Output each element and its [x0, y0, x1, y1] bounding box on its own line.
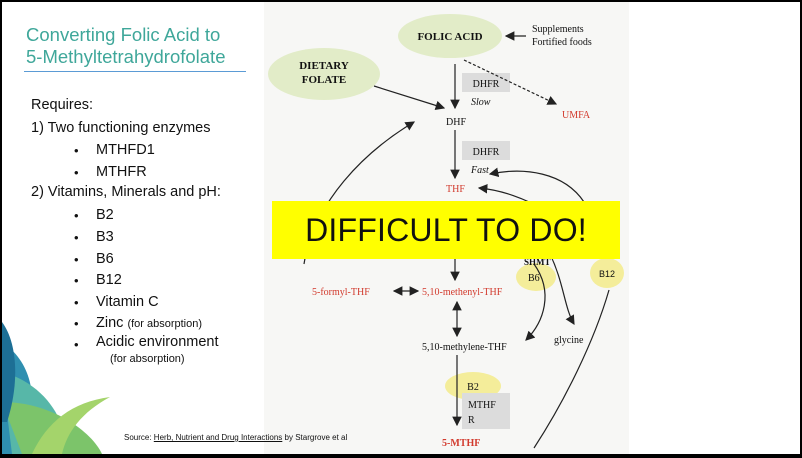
bullet-glyph: • — [74, 143, 79, 158]
mthfr-label-line1: MTHF — [468, 400, 496, 411]
zinc-item: Zinc (for absorption) — [96, 315, 202, 331]
bullet-glyph: • — [74, 252, 79, 267]
folic-acid-oval — [398, 14, 502, 58]
shmt-label: SHMT — [524, 257, 551, 267]
enzyme-item: MTHFD1 — [96, 142, 155, 158]
slide-title: Converting Folic Acid to 5-Methyltetrahy… — [26, 24, 226, 68]
fortified-foods-label: Fortified foods — [532, 37, 592, 48]
vitamins-heading: 2) Vitamins, Minerals and pH: — [31, 184, 221, 200]
bullet-glyph: • — [74, 165, 79, 180]
dhfr2-box — [462, 141, 510, 160]
vitamin-item: B2 — [96, 207, 114, 223]
methylene-thf-label: 5,10-methylene-THF — [422, 342, 507, 353]
slow-label: Slow — [471, 97, 491, 108]
dhfr1-box — [462, 73, 510, 92]
glycine-arrow — [548, 251, 575, 326]
glycine-label: glycine — [554, 335, 584, 346]
dietary-folate-oval — [268, 48, 380, 100]
source-suffix: by Stargrove et al — [282, 433, 348, 442]
b12-label: B12 — [599, 269, 615, 279]
enzyme-item: MTHFR — [96, 164, 147, 180]
title-underline — [24, 71, 246, 72]
folic-acid-label: FOLIC ACID — [417, 31, 482, 43]
thf-label: THF — [446, 184, 465, 195]
dhfr2-label: DHFR — [473, 147, 500, 158]
five-mthf-label: 5-MTHF — [442, 438, 480, 449]
formyl-thf-label: 5-formyl-THF — [312, 287, 370, 298]
b12-recycle-line — [533, 289, 610, 449]
b12-oval — [590, 258, 624, 288]
umfa-label: UMFA — [562, 110, 591, 121]
bullet-glyph: • — [74, 316, 79, 331]
source-citation: Source: Herb, Nutrient and Drug Interact… — [124, 433, 347, 442]
acidic-note: (for absorption) — [110, 353, 185, 365]
vitamin-item: B12 — [96, 272, 122, 288]
title-line-1: Converting Folic Acid to — [26, 24, 221, 45]
vitamin-item: B6 — [96, 251, 114, 267]
fast-label: Fast — [470, 165, 489, 176]
leaf-decoration — [2, 322, 110, 454]
supplements-label: Supplements — [532, 24, 584, 35]
thf-return-arrow — [488, 167, 585, 203]
folate-pathway-diagram: FOLIC ACID Supplements Fortified foods D… — [268, 14, 624, 449]
acidic-item: Acidic environment — [96, 334, 219, 350]
b2-label: B2 — [467, 382, 479, 393]
bullet-glyph: • — [74, 273, 79, 288]
requires-label: Requires: — [31, 97, 94, 113]
mthfr-box — [462, 393, 510, 429]
mthfr-label-line2: R — [468, 415, 475, 426]
shmt-arrow — [525, 263, 546, 341]
umfa-dashed-arrow — [463, 59, 558, 105]
bullet-glyph: • — [74, 337, 79, 352]
zinc-label: Zinc — [96, 315, 124, 331]
b6-label: B6 — [528, 273, 540, 284]
dietary-label-line1: DIETARY — [299, 60, 349, 72]
methenyl-thf-label: 5,10-methenyl-THF — [422, 287, 503, 298]
dietary-label-line2: FOLATE — [302, 74, 346, 86]
dhf-label: DHF — [446, 117, 466, 128]
banner-text: DIFFICULT TO DO! — [305, 211, 587, 248]
b6-oval — [516, 263, 556, 291]
bullet-glyph: • — [74, 208, 79, 223]
enzymes-heading: 1) Two functioning enzymes — [31, 120, 211, 136]
zinc-note: (for absorption) — [127, 318, 203, 330]
vitamin-item: Vitamin C — [96, 294, 159, 310]
dhfr1-label: DHFR — [473, 79, 500, 90]
vitamin-item: B3 — [96, 229, 114, 245]
source-title-link[interactable]: Herb, Nutrient and Drug Interactions — [153, 433, 283, 442]
title-line-2: 5-Methyltetrahydrofolate — [26, 46, 226, 67]
difficult-banner: DIFFICULT TO DO! — [272, 201, 620, 259]
dietary-to-dhf-arrow — [373, 85, 446, 111]
source-prefix: Source: — [124, 433, 154, 442]
bullet-glyph: • — [74, 230, 79, 245]
bullet-glyph: • — [74, 295, 79, 310]
